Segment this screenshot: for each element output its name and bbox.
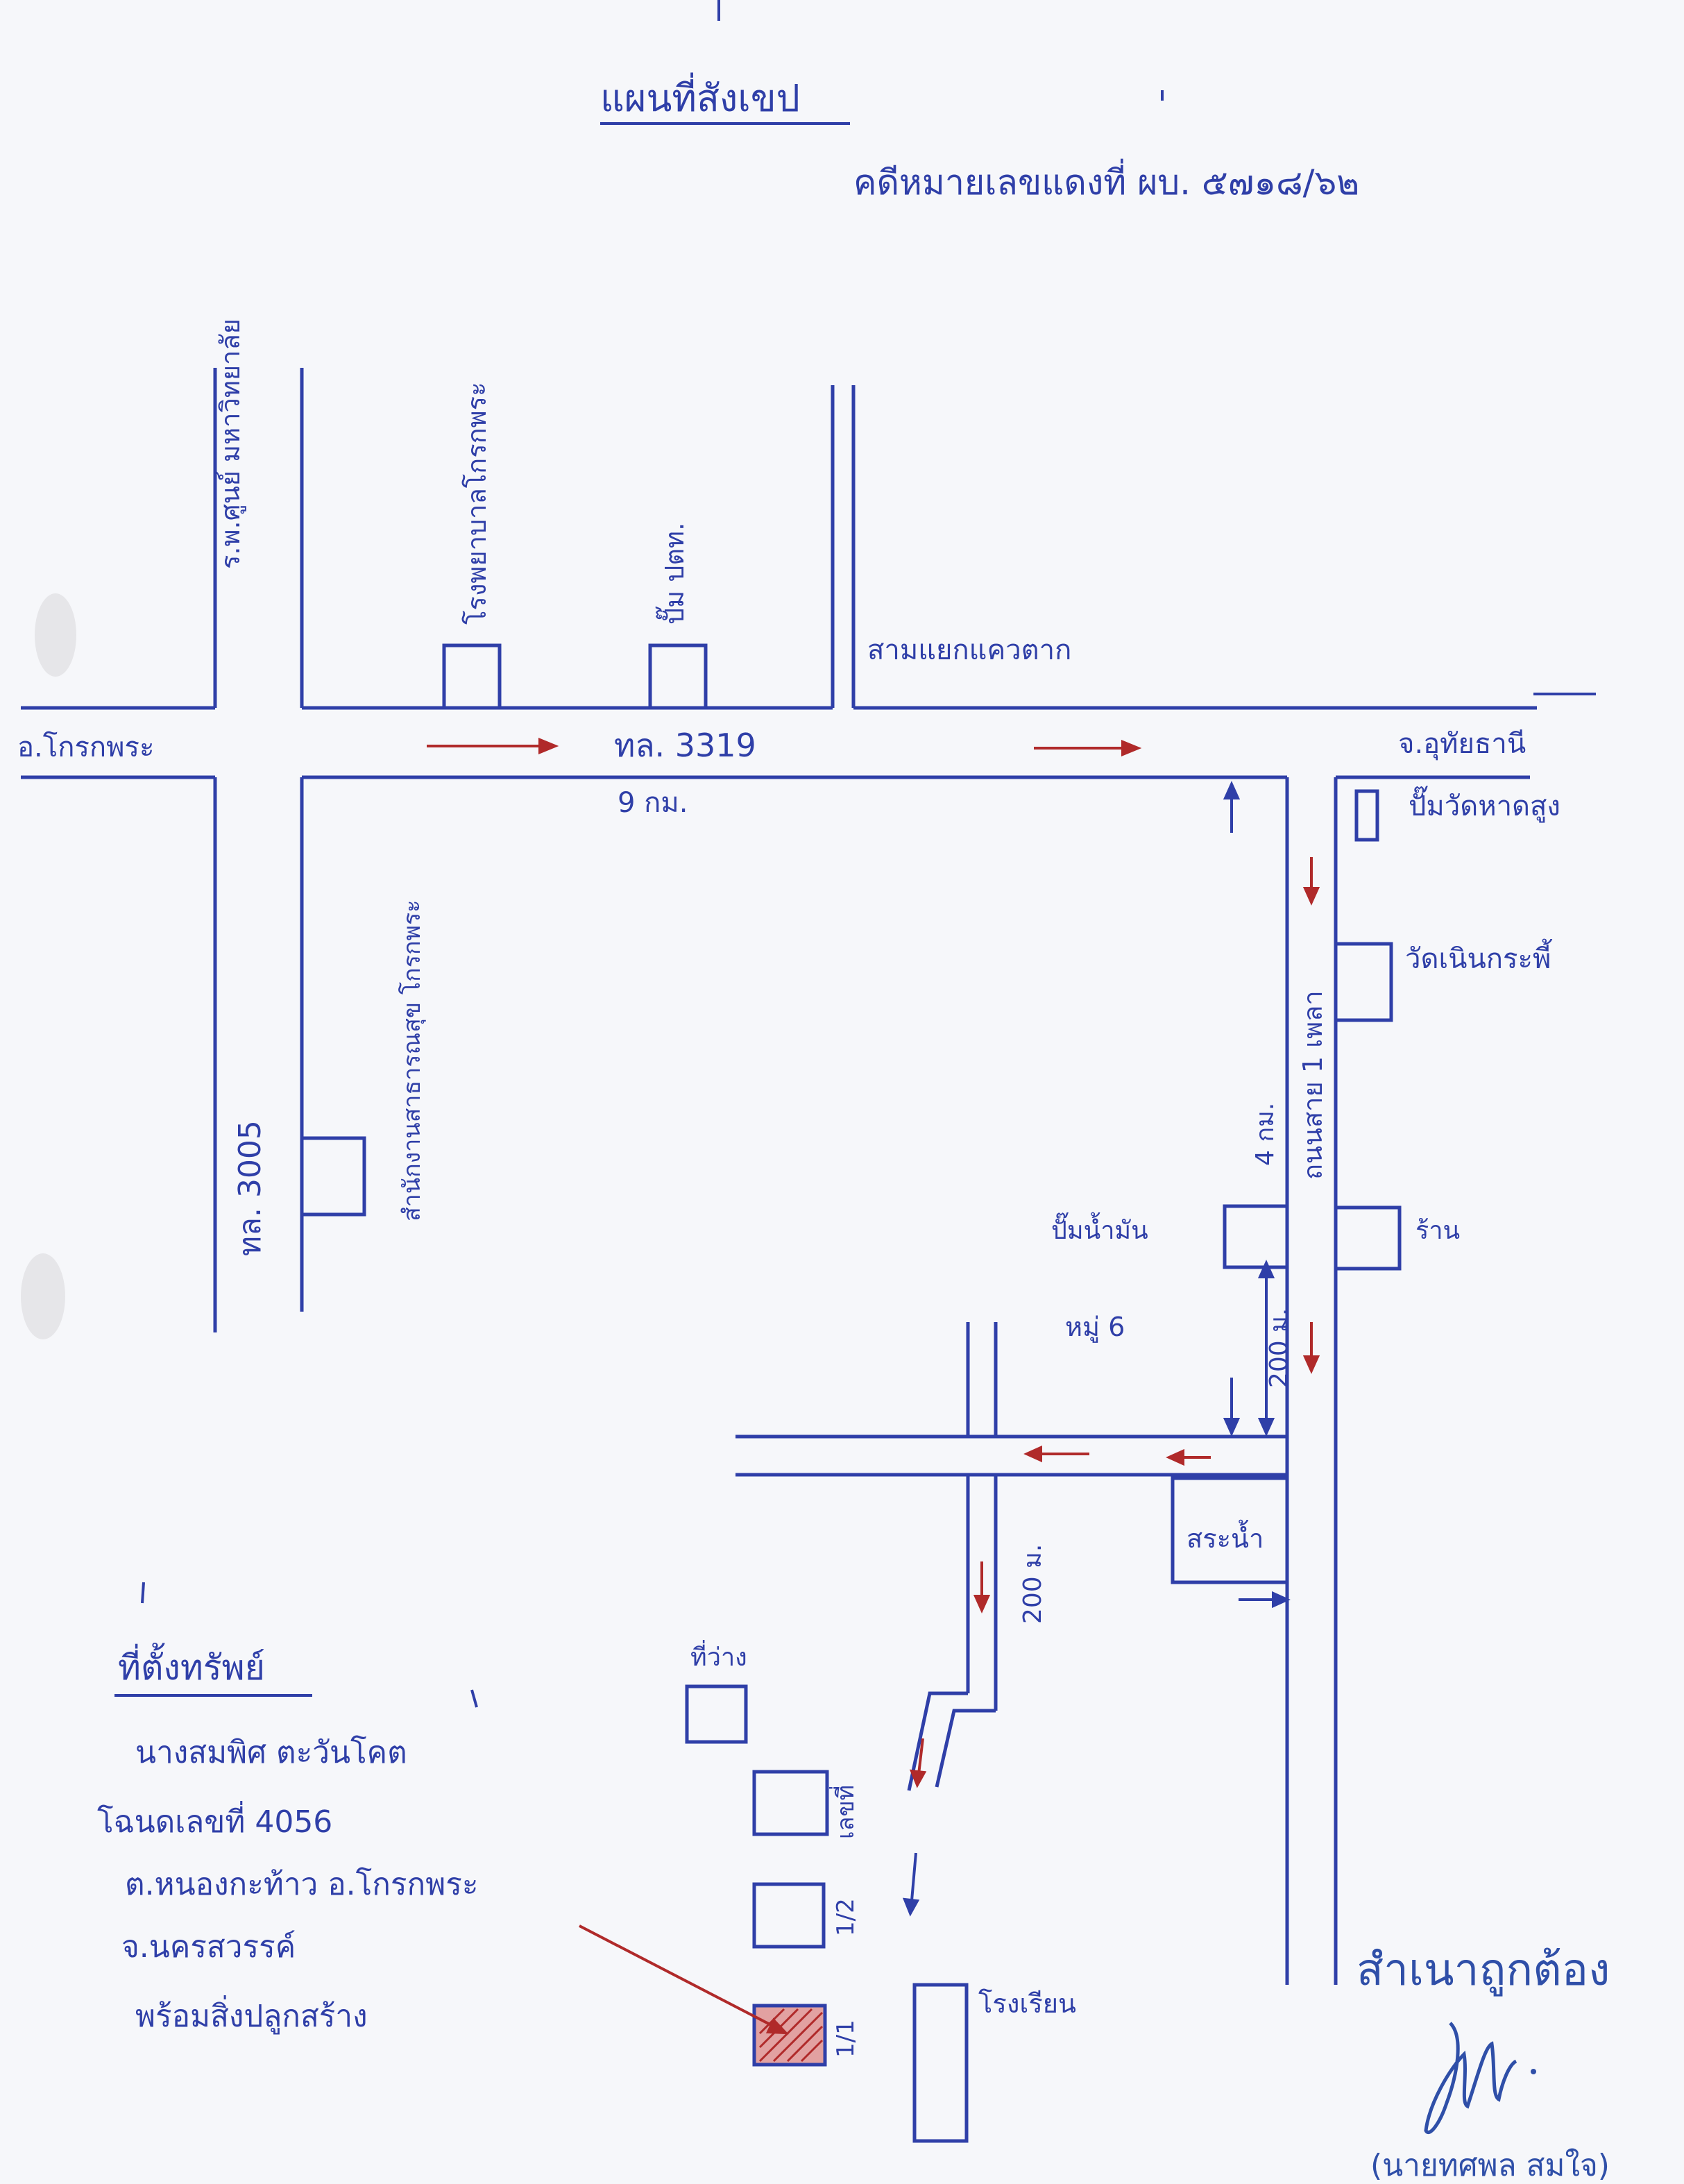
label-plot-1-1: 1/1 — [832, 2020, 860, 2058]
label-main-distance: 9 กม. — [618, 787, 688, 819]
property-note-line-1: นางสมพิศ ตะวันโคต — [135, 1735, 407, 1770]
label-left-road: ทล. 3005 — [232, 1120, 268, 1256]
signature-dot — [1531, 2069, 1536, 2074]
signature — [1424, 2022, 1517, 2134]
label-side-distance-2: 200 ม. — [1019, 1544, 1047, 1624]
case-number: คดีหมายเลขแดงที่ ผบ. ๕๗๑๘/๖๒ — [853, 159, 1359, 203]
school-building — [912, 1983, 969, 2143]
label-temple-2: วัดเนินกระพี้ — [1405, 938, 1553, 975]
lane-east-bend — [935, 1709, 996, 1788]
label-shop-2: ร้าน — [1415, 1217, 1460, 1245]
signer-name: (นายทศพล สมใจ) — [1370, 2148, 1610, 2183]
certification: สำเนาถูกต้อง (นายทศพล สมใจ) — [1356, 1945, 1610, 2183]
temple-1-building — [1354, 789, 1379, 842]
plot-1-2 — [752, 1882, 826, 1949]
label-gas-station: ปั๊ม ปตท. — [656, 523, 690, 625]
punch-holes — [21, 593, 76, 1339]
label-school: โรงเรียน — [978, 1988, 1076, 2019]
pond-building — [1171, 1476, 1287, 1584]
label-right-road: ถนนสาย 1 เพลา — [1298, 990, 1328, 1180]
property-note-line-4: จ.นครสวรรค์ — [121, 1929, 296, 1965]
punch-hole-top — [35, 593, 76, 677]
buildings — [300, 643, 1402, 2143]
property-note-line-3: ต.หนองกะท้าว อ.โกรกพระ — [125, 1867, 478, 1902]
house-plot — [752, 1770, 829, 1836]
label-empty-land: ที่ว่าง — [690, 1640, 747, 1672]
label-hospital-left: ร.พ.ศูนย์ มหาวิทยาลัย — [215, 319, 246, 569]
label-right-distance: 4 กม. — [1251, 1103, 1279, 1166]
property-note: ที่ตั้งทรัพย์ นางสมพิศ ตะวันโคต โฉนดเลขท… — [97, 1643, 478, 2035]
property-note-line-2: โฉนดเลขที่ 4056 — [97, 1800, 332, 1840]
label-village: หมู่ 6 — [1065, 1312, 1125, 1343]
property-note-line-5: พร้อมสิ่งปลูกสร้าง — [135, 1995, 368, 2035]
gas-station-building — [648, 643, 708, 710]
label-main-road: ทล. 3319 — [614, 727, 756, 764]
lane-west-bend — [907, 1691, 968, 1791]
punch-hole-bottom — [21, 1253, 65, 1339]
label-plot-1-2: 1/2 — [832, 1898, 860, 1936]
pen-marks — [141, 0, 1596, 1708]
distance-arrows — [902, 781, 1291, 1917]
label-junction: สามแยกแควตาก — [867, 634, 1071, 666]
roads — [21, 368, 1537, 1985]
label-side-distance-1: 200 ม. — [1265, 1308, 1293, 1388]
property-hatch — [758, 2008, 824, 2063]
property-note-title: ที่ตั้งทรัพย์ — [118, 1643, 265, 1688]
label-temple-1: ปั๊มวัดหาดสูง — [1409, 786, 1560, 822]
empty-land-plot — [685, 1684, 748, 1744]
temple-2-building — [1336, 942, 1393, 1022]
label-west-direction: อ.โกรกพระ — [17, 731, 154, 763]
label-district-office: สำนักงานสาธารณสุข โกรกพระ — [398, 899, 426, 1221]
label-east-direction: จ.อุทัยธานี — [1398, 728, 1526, 761]
shop-1-building — [1223, 1204, 1289, 1269]
map-title: แผนที่สังเขป — [600, 72, 800, 120]
label-house-no: เลขที่ — [829, 1785, 860, 1839]
office-building — [300, 1136, 366, 1217]
direction-arrows — [427, 738, 1320, 2035]
shop-2-building — [1334, 1205, 1402, 1271]
label-shop-1: ปั๊มน้ำมัน — [1051, 1212, 1148, 1245]
certified-copy-stamp: สำเนาถูกต้อง — [1356, 1945, 1610, 1997]
hospital-building — [442, 643, 502, 710]
label-hospital-ward: โรงพยาบาลโกรกพระ — [461, 382, 492, 625]
label-pond: สระน้ำ — [1187, 1519, 1264, 1554]
